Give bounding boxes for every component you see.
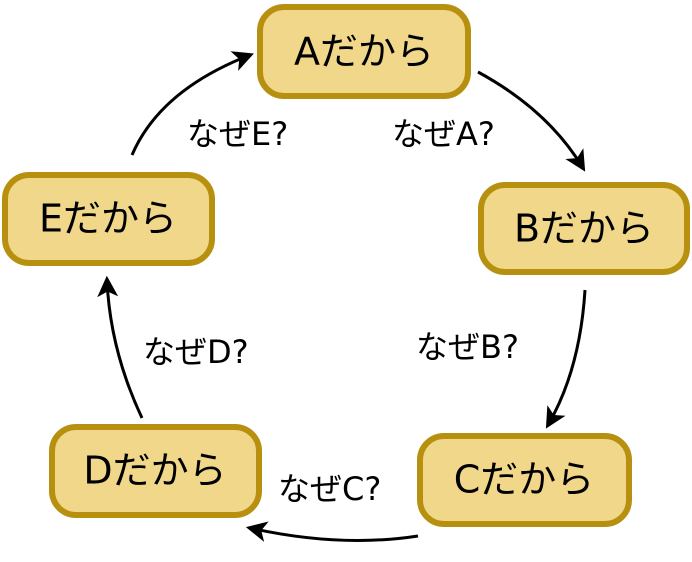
edge-label-b-to-c: なぜB? [416,328,519,366]
node-d: Dだから [49,424,262,518]
arrow-a-to-b [477,70,586,172]
node-a-label: Aだから [294,30,434,74]
node-b-label: Bだから [514,207,654,251]
node-b: Bだから [478,182,690,275]
node-d-box [49,424,262,518]
node-e-box [2,172,215,266]
node-c: Cだから [417,433,632,527]
edge-label-e-to-a: なぜE? [187,115,288,153]
node-e: Eだから [2,172,215,266]
arrow-b-to-c [545,289,587,429]
node-c-box [417,433,632,527]
edge-d-to-e: なぜD? [97,275,249,419]
edge-e-to-a: なぜE? [130,51,288,156]
arrow-d-to-e [97,275,144,419]
arrow-c-to-d [245,521,419,542]
node-b-box [478,182,690,275]
node-d-label: Dだから [83,449,226,493]
node-a: Aだから [257,4,471,99]
node-e-label: Eだから [39,197,177,241]
edge-label-d-to-e: なぜD? [143,333,249,371]
node-c-label: Cだから [454,458,595,502]
edge-label-c-to-d: なぜC? [278,470,381,508]
edge-label-a-to-b: なぜA? [392,115,495,153]
edge-a-to-b: なぜA? [392,70,586,172]
arrow-e-to-a [130,51,254,156]
edge-b-to-c: なぜB? [416,289,587,429]
node-a-box [257,4,471,99]
edge-c-to-d: なぜC? [245,470,419,542]
